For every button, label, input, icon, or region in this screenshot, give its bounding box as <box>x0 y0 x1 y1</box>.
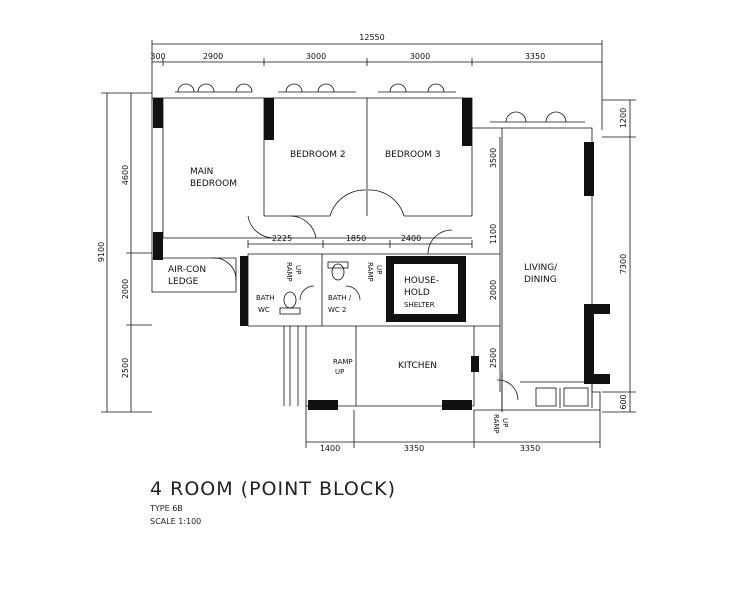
dim-inner-2: 1100 <box>489 224 498 244</box>
label-living-1: LIVING/ <box>524 263 558 273</box>
label-bath2-1: BATH / <box>328 294 352 302</box>
plan-type: TYPE 6B <box>150 504 183 513</box>
dim-top-4: 3000 <box>410 52 430 61</box>
label-household-2: HOLD <box>404 288 430 298</box>
label-bath1-1: BATH <box>256 294 275 302</box>
label-aircon-2: LEDGE <box>168 277 199 287</box>
dim-top-1: 300 <box>150 52 165 61</box>
dim-mid-3: 2400 <box>401 234 421 243</box>
plan-caption: 4 ROOM (POINT BLOCK) TYPE 6B SCALE 1:100 <box>150 478 396 526</box>
label-household-3: SHELTER <box>404 301 435 309</box>
label-bath2-2: WC 2 <box>328 306 347 314</box>
dim-mid-2: 1850 <box>346 234 366 243</box>
label-ramp-b: RAMP <box>366 262 374 282</box>
label-ramp-b-up: UP <box>375 265 383 274</box>
dim-bottom-1: 1400 <box>320 444 340 453</box>
label-ramp-d: RAMP <box>492 414 500 434</box>
dim-top-3: 3000 <box>306 52 326 61</box>
dim-overall-width: 12550 <box>359 33 384 42</box>
label-ramp-a: RAMP <box>285 262 293 282</box>
dim-left-overall: 9100 <box>97 242 106 262</box>
label-main-bedroom-1: MAIN <box>190 167 213 177</box>
dim-inner-1: 3500 <box>489 148 498 168</box>
dim-right-2: 7300 <box>619 254 628 274</box>
label-aircon-1: AIR-CON <box>168 265 206 275</box>
label-ramp-c: RAMP <box>333 358 353 366</box>
dim-bottom-2: 3350 <box>404 444 424 453</box>
dim-top-2: 2900 <box>203 52 223 61</box>
label-ramp-d-up: UP <box>501 418 509 427</box>
dim-left-3: 2500 <box>121 358 130 378</box>
label-ramp-a-up: UP <box>294 265 302 274</box>
dim-inner-4: 2500 <box>489 348 498 368</box>
dim-bottom-3: 3350 <box>520 444 540 453</box>
dim-right-3: 600 <box>619 394 628 409</box>
label-main-bedroom-2: BEDROOM <box>190 179 237 189</box>
label-bath1-2: WC <box>258 306 270 314</box>
plan-title: 4 ROOM (POINT BLOCK) <box>150 478 396 500</box>
dim-top-5: 3350 <box>525 52 545 61</box>
label-ramp-c-up: UP <box>335 368 344 376</box>
label-kitchen: KITCHEN <box>398 361 437 371</box>
label-bedroom-3: BEDROOM 3 <box>385 150 441 160</box>
label-living-2: DINING <box>524 275 557 285</box>
dim-inner-3: 2000 <box>489 280 498 300</box>
dim-left-2: 2000 <box>121 279 130 299</box>
plan-scale: SCALE 1:100 <box>150 517 202 526</box>
dim-left-1: 4600 <box>121 165 130 185</box>
dim-mid-1: 2225 <box>272 234 292 243</box>
label-bedroom-2: BEDROOM 2 <box>290 150 346 160</box>
dim-right-1: 1200 <box>619 108 628 128</box>
label-household-1: HOUSE- <box>404 276 439 286</box>
